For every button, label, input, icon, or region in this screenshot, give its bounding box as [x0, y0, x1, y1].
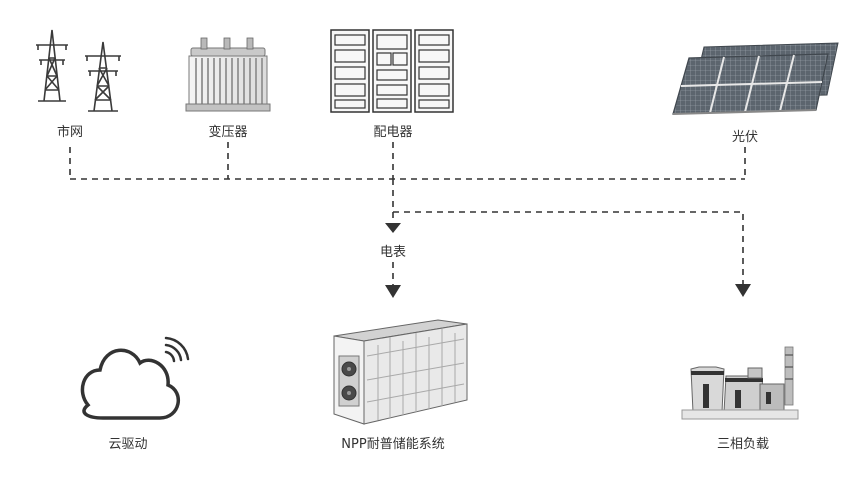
solar-panel-icon [672, 42, 839, 115]
load-branch [393, 211, 744, 284]
arrow-load [735, 284, 751, 297]
switchgear-icon [330, 29, 454, 113]
load-label: 三相负载 [716, 437, 770, 452]
arrowheads [385, 223, 751, 298]
storage-container-icon [333, 319, 468, 425]
cloud-wifi-icon [80, 336, 190, 420]
pv-label: 光伏 [731, 130, 759, 145]
meter-label: 电表 [376, 241, 410, 260]
factory-icon [681, 346, 799, 420]
power-tower-icon [36, 29, 121, 112]
connection-lines [69, 142, 746, 288]
arrow-meter [385, 223, 401, 233]
grid-label: 市网 [56, 125, 84, 140]
transformer-label: 变压器 [208, 125, 248, 140]
arrow-storage [385, 285, 401, 298]
transformer-icon [185, 37, 271, 112]
switchgear-label: 配电器 [373, 125, 413, 140]
cloud-label: 云驱动 [108, 437, 148, 452]
storage-label: NPP耐普储能系统 [341, 437, 445, 452]
